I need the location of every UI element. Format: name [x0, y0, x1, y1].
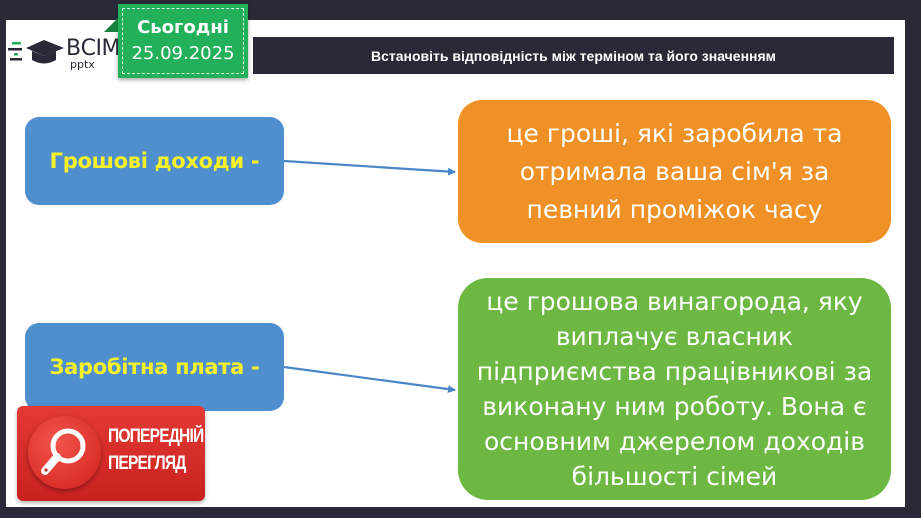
magnifier-icon: [41, 428, 86, 475]
definition-line: виплачує власник: [555, 322, 794, 351]
term-box-salary[interactable]: Заробітна плата -: [25, 323, 284, 411]
definition-line: отримала ваша сім'я за: [519, 156, 830, 186]
preview-label-line2: ПЕРЕГЛЯД: [108, 453, 186, 474]
logo-text: ВСІМ: [66, 36, 120, 61]
preview-button[interactable]: ПОПЕРЕДНІЙ ПЕРЕГЛЯД: [17, 406, 205, 501]
definition-box-orange[interactable]: це гроші, які заробила та отримала ваша …: [458, 100, 891, 243]
definition-line: це гроші, які заробила та: [506, 118, 843, 148]
definition-line: основним джерелом доходів: [484, 427, 865, 456]
term-label: Грошові доходи -: [49, 149, 260, 173]
vsim-logo: ВСІМ pptx: [8, 36, 120, 71]
graduation-cap-icon: [8, 40, 64, 64]
date-value: 25.09.2025: [131, 43, 235, 64]
date-badge-inner: Сьогодні 25.09.2025: [122, 8, 244, 74]
definition-line: більшості сімей: [571, 462, 778, 491]
definition-text: це гроші, які заробила та отримала ваша …: [507, 115, 843, 229]
slide-title-bar: Встановіть відповідність між терміном та…: [253, 37, 894, 74]
date-badge: Сьогодні 25.09.2025: [104, 4, 248, 78]
term-label: Заробітна плата -: [49, 355, 260, 379]
definition-line: певний проміжок часу: [526, 194, 823, 224]
slide-title: Встановіть відповідність між терміном та…: [370, 47, 777, 64]
preview-label-line1: ПОПЕРЕДНІЙ: [108, 426, 204, 447]
definition-box-green[interactable]: це грошова винагорода, яку виплачує влас…: [458, 278, 891, 500]
preview-icon-circle: [28, 416, 101, 489]
logo-subtext: pptx: [70, 58, 95, 71]
definition-line: підприємства працівникові за: [476, 357, 873, 386]
definition-line: це грошова винагорода, яку: [486, 287, 863, 316]
definition-line: виконану ним роботу. Вона є: [482, 392, 867, 421]
term-box-money-income[interactable]: Грошові доходи -: [25, 117, 284, 205]
preview-label: ПОПЕРЕДНІЙ ПЕРЕГЛЯД: [108, 423, 204, 477]
date-label: Сьогодні: [137, 17, 229, 38]
definition-text: це грошова винагорода, яку виплачує влас…: [477, 284, 872, 494]
